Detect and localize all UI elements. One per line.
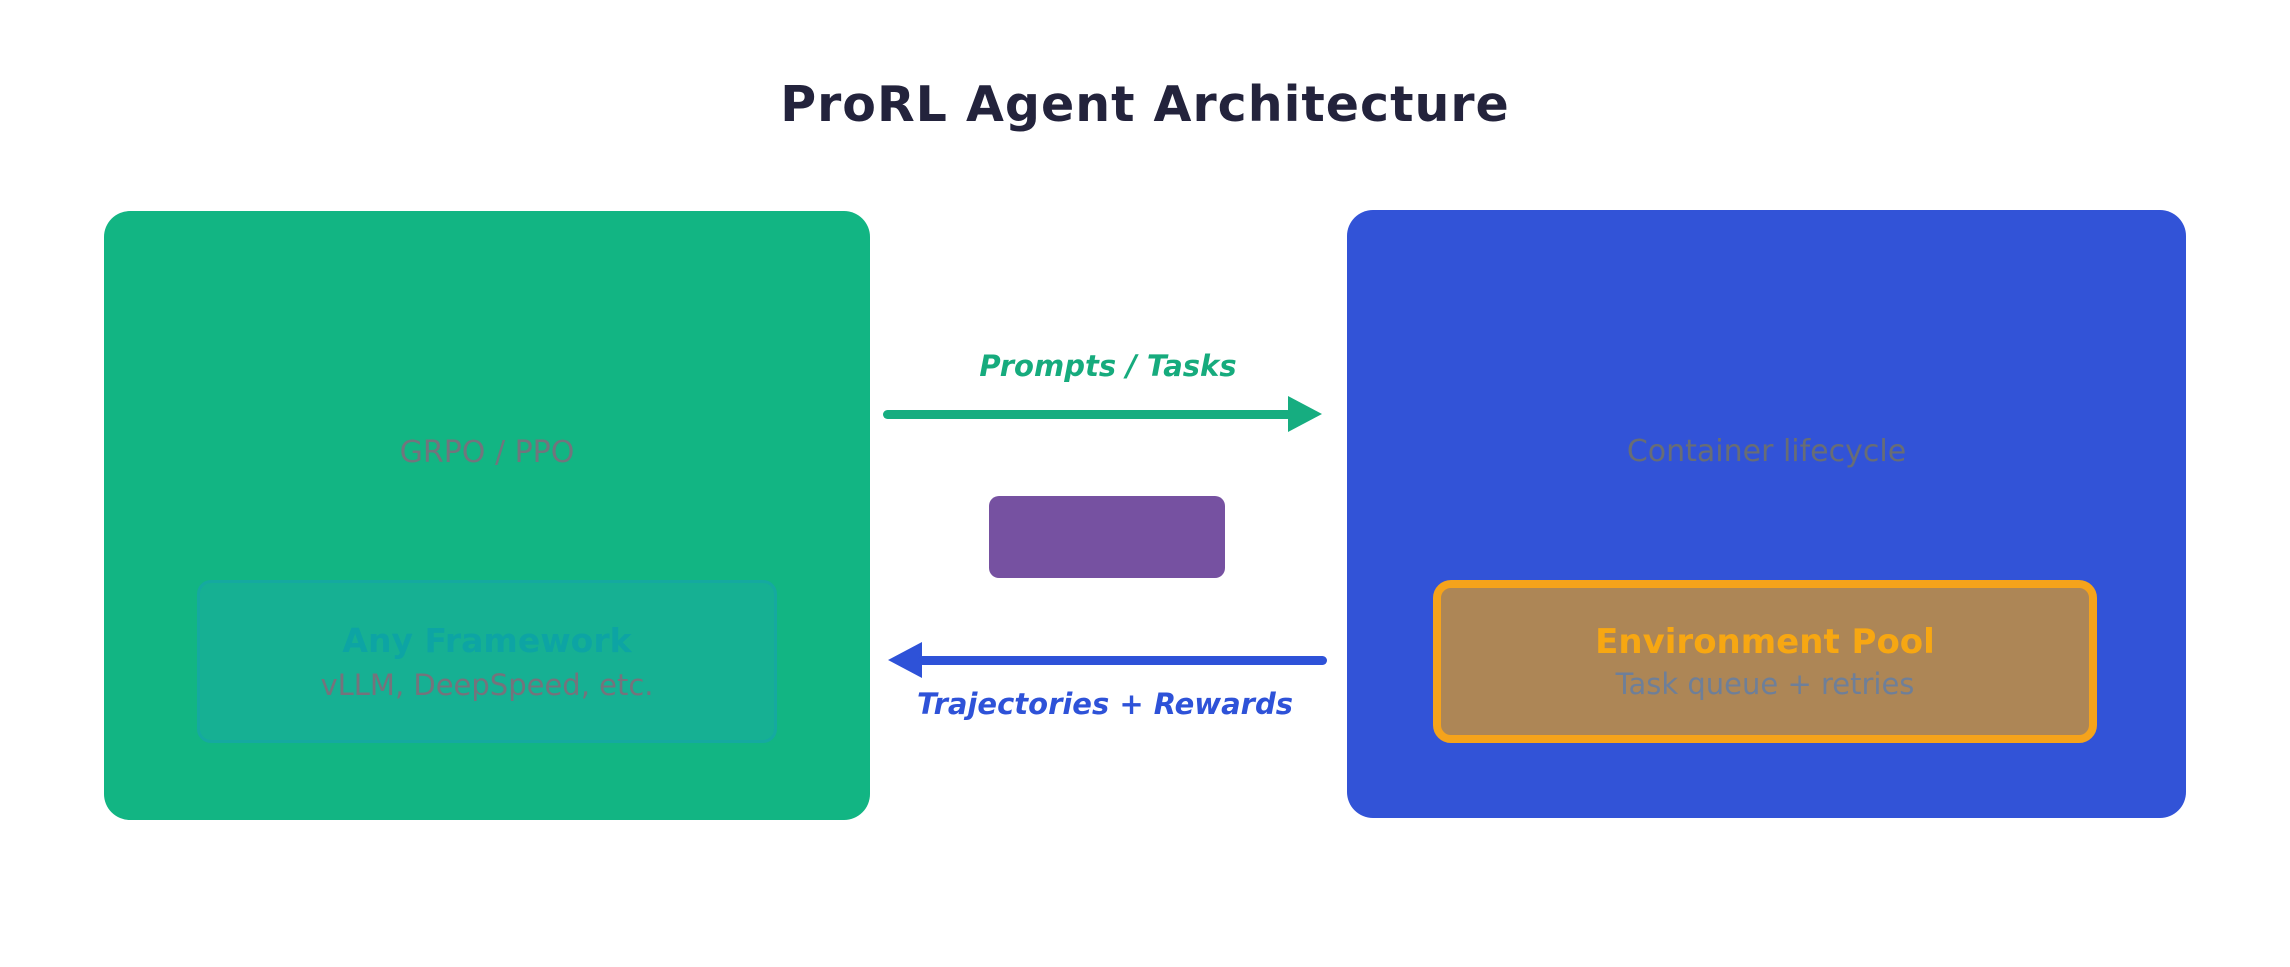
- trajectories-rewards-label: Trajectories + Rewards: [917, 687, 1293, 721]
- environment-pool-subtitle: Task queue + retries: [1615, 666, 1915, 701]
- environment-box: Container lifecycle Environment Pool Tas…: [1347, 210, 2186, 818]
- bridge-block: [989, 496, 1225, 578]
- prompts-tasks-label: Prompts / Tasks: [979, 349, 1237, 383]
- right-arrow-icon: [1288, 396, 1322, 432]
- rewards-arrow-line: [918, 656, 1327, 665]
- environment-caption: Container lifecycle: [1626, 434, 1907, 469]
- environment-pool-title: Environment Pool: [1595, 621, 1935, 662]
- diagram-title: ProRL Agent Architecture: [780, 76, 1510, 133]
- framework-title: Any Framework: [342, 620, 632, 660]
- left-arrow-icon: [888, 642, 922, 678]
- trainer-caption: GRPO / PPO: [399, 435, 575, 470]
- environment-pool-box: Environment Pool Task queue + retries: [1433, 580, 2097, 743]
- trainer-box: GRPO / PPO Any Framework vLLM, DeepSpeed…: [104, 211, 870, 820]
- prompts-arrow-line: [883, 410, 1292, 419]
- framework-box: Any Framework vLLM, DeepSpeed, etc.: [197, 580, 777, 743]
- framework-subtitle: vLLM, DeepSpeed, etc.: [320, 667, 654, 702]
